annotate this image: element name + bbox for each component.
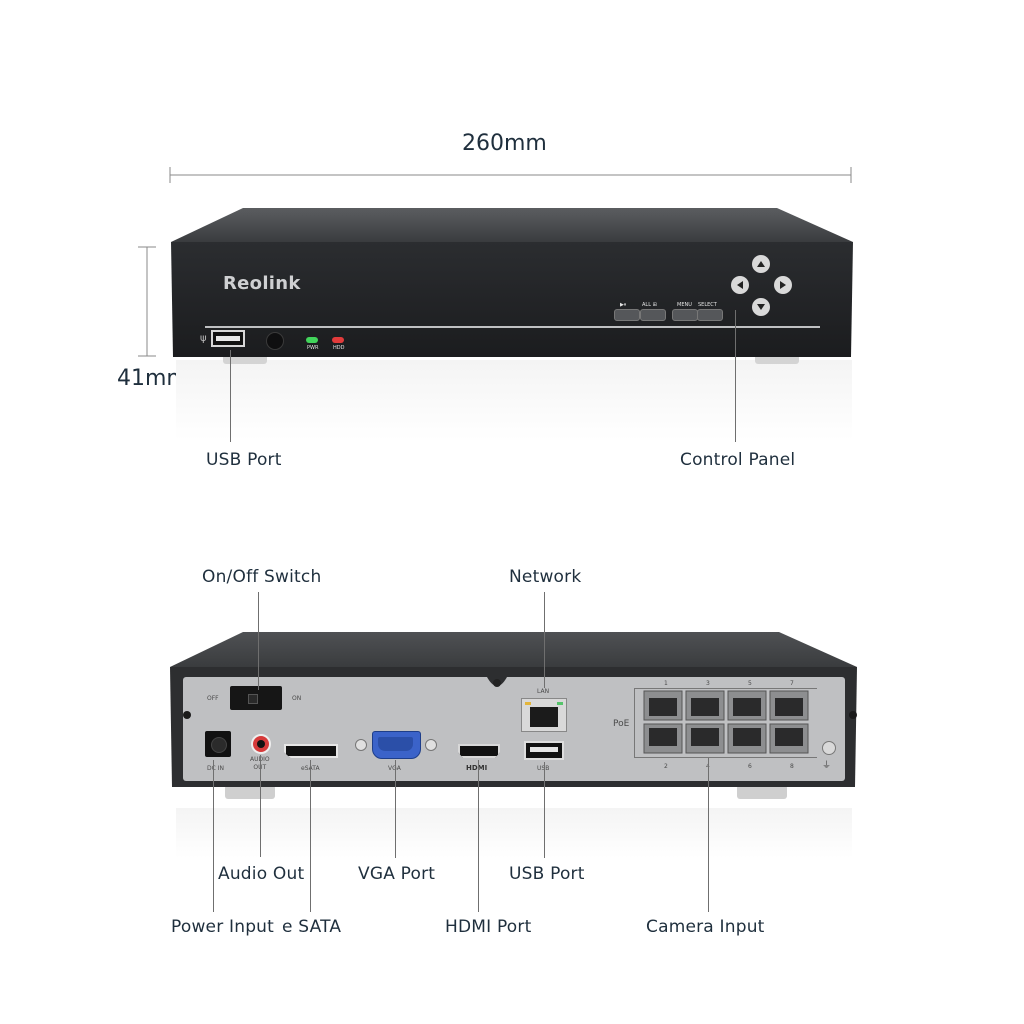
control-panel-leader (735, 310, 736, 442)
audio-out-callout: Audio Out (218, 864, 305, 884)
dc-in-port[interactable] (205, 731, 231, 757)
poe-number-1: 1 (664, 680, 668, 687)
power-switch[interactable] (230, 686, 282, 710)
height-dimension-line (138, 246, 156, 357)
hdd-led (332, 337, 344, 343)
vga-screw-right (425, 739, 437, 751)
ir-receiver (266, 332, 284, 350)
power-led (306, 337, 318, 343)
lan-label: LAN (537, 688, 550, 695)
hdmi-label: HDMI (466, 764, 488, 772)
hdmi-port[interactable] (458, 744, 500, 758)
esata-port[interactable] (284, 744, 338, 758)
poe-number-3: 3 (706, 680, 710, 687)
select-button[interactable] (697, 309, 723, 321)
vga-label: VGA (388, 765, 401, 772)
network-leader (544, 592, 545, 688)
front-usb-port[interactable] (211, 330, 245, 347)
power-input-callout: Power Input (171, 917, 275, 937)
vga-port[interactable] (372, 731, 421, 759)
poe-label: PoE (613, 719, 630, 729)
poe-number-5: 5 (748, 680, 752, 687)
front-reflection (176, 360, 852, 440)
right-arrow-button[interactable] (774, 276, 792, 294)
poe-number-8: 8 (790, 763, 794, 770)
hdmi-port-callout: HDMI Port (445, 917, 532, 937)
menu-button[interactable] (672, 309, 698, 321)
on-off-switch-callout: On/Off Switch (202, 567, 322, 587)
width-dimension-line (169, 167, 852, 183)
back-usb-port-callout: USB Port (509, 864, 585, 884)
play-pause-button[interactable] (614, 309, 640, 321)
menu-label: MENU (677, 302, 692, 308)
switch-off-label: OFF (207, 695, 219, 702)
dc-in-label: DC IN (207, 765, 224, 772)
hdmi-leader (478, 760, 479, 912)
lan-port[interactable] (521, 698, 567, 732)
all-label: ALL ⊞ (642, 302, 657, 308)
width-dimension-label: 260mm (462, 131, 547, 156)
down-arrow-button[interactable] (752, 298, 770, 316)
power-input-leader (213, 760, 214, 912)
vga-port-callout: VGA Port (358, 864, 436, 884)
usb-port-leader (230, 350, 231, 442)
poe-number-2: 2 (664, 763, 668, 770)
poe-number-7: 7 (790, 680, 794, 687)
audio-out-label: AUDIO OUT (250, 756, 270, 772)
audio-out-leader (260, 755, 261, 857)
poe-number-6: 6 (748, 763, 752, 770)
back-usb-port[interactable] (524, 741, 564, 760)
network-callout: Network (509, 567, 582, 587)
camera-input-leader (708, 758, 709, 912)
ground-symbol-icon: ⏚ (822, 761, 832, 771)
up-arrow-button[interactable] (752, 255, 770, 273)
select-label: SELECT (698, 302, 717, 308)
ground-screw-icon (822, 741, 836, 755)
usb-port-callout: USB Port (206, 450, 282, 470)
poe-number-4: 4 (706, 763, 710, 770)
back-usb-label: USB (537, 765, 549, 772)
hdd-led-label: HDD (333, 345, 345, 351)
nvr-front-view (171, 208, 853, 364)
switch-leader (258, 592, 259, 690)
esata-callout: e SATA (282, 917, 342, 937)
poe-bracket (634, 688, 817, 758)
direction-pad[interactable] (728, 253, 796, 319)
back-reflection (176, 808, 852, 858)
esata-leader (310, 760, 311, 912)
left-arrow-button[interactable] (731, 276, 749, 294)
vga-screw-left (355, 739, 367, 751)
switch-on-label: ON (292, 695, 302, 702)
usb-symbol-icon: ψ (200, 333, 207, 344)
audio-out-port[interactable] (251, 734, 271, 754)
vga-leader (395, 760, 396, 858)
brand-logo: Reolink (223, 273, 301, 294)
play-pause-label: ▶⏸ (620, 302, 627, 308)
camera-input-callout: Camera Input (646, 917, 765, 937)
usb-leader (544, 762, 545, 858)
control-panel-callout: Control Panel (680, 450, 796, 470)
poe-camera-ports[interactable] (642, 688, 818, 760)
power-led-label: PWR (307, 345, 319, 351)
all-button[interactable] (640, 309, 666, 321)
